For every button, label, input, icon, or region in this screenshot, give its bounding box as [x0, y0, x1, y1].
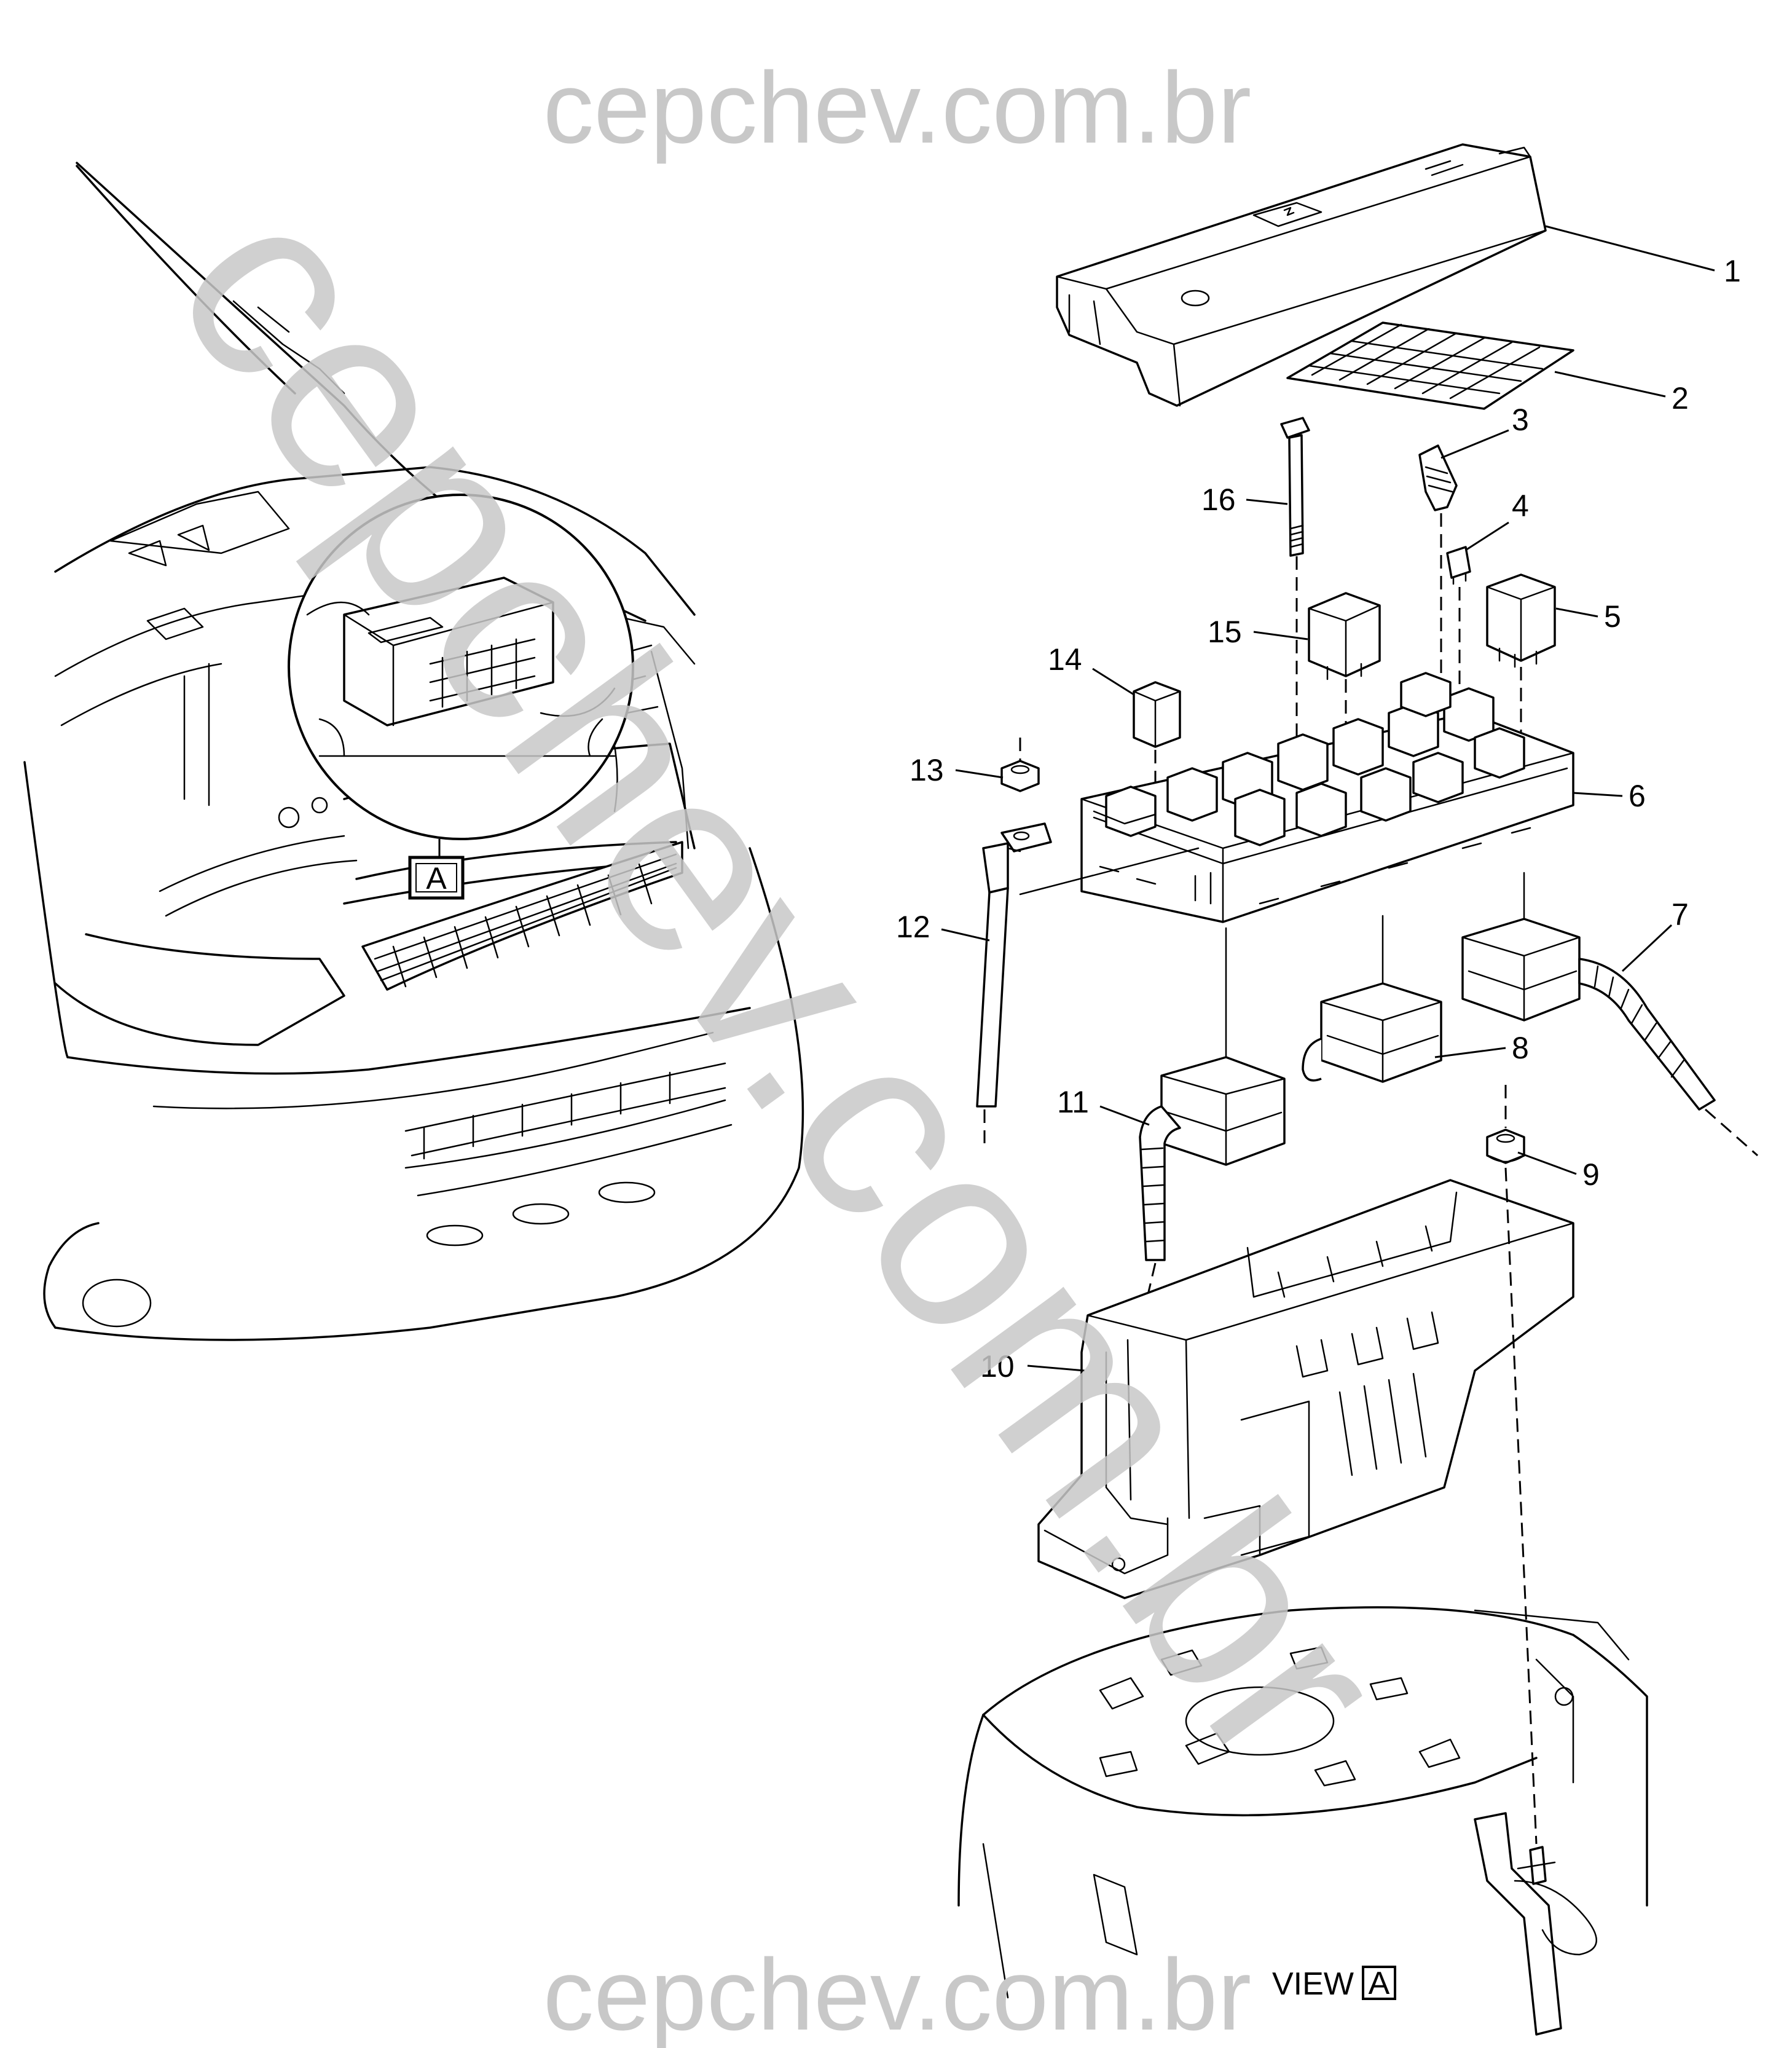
callout-1: 1: [1724, 254, 1741, 288]
callout-5: 5: [1604, 599, 1621, 634]
callout-10: 10: [980, 1349, 1015, 1384]
grille-mesh: [374, 853, 677, 988]
watermark-top: cepchev.com.br: [543, 51, 1251, 164]
relay-5: [1486, 573, 1556, 668]
fuse-block-label: [1286, 321, 1574, 410]
callout-14: 14: [1048, 642, 1082, 677]
callout-12: 12: [896, 910, 930, 944]
fuse-block-lower-tray: [1037, 1179, 1574, 1599]
callout-11: 11: [1057, 1085, 1089, 1119]
connector-7: [1461, 918, 1716, 1111]
watermark-diagonal: cepchev.com.br: [119, 149, 1444, 1816]
view-box-letter: A: [426, 861, 447, 896]
mounting-bolt: [1280, 417, 1310, 557]
vehicle-front-illustration: [23, 162, 804, 1341]
detail-circle-fuse-block-location: [288, 494, 634, 840]
callout-4: 4: [1512, 489, 1529, 523]
callout-6: 6: [1629, 779, 1646, 813]
watermark-bottom: cepchev.com.br: [543, 1938, 1251, 2048]
fuse-block-body: [1080, 672, 1574, 923]
fuse-puller: [1418, 444, 1458, 511]
connector-8: [1302, 982, 1442, 1083]
leader-lines: [941, 225, 1715, 1372]
callout-15: 15: [1208, 615, 1242, 649]
ground-cable: [976, 822, 1052, 1108]
callout-7: 7: [1672, 897, 1689, 932]
lower-grille-slots: [423, 1071, 671, 1160]
view-a-reference-box: A: [408, 856, 465, 900]
relay-array: [1105, 672, 1525, 846]
callout-labels: 1 2 3 4 5 6 7 8 9 10 11 12 13 14 15 16: [896, 254, 1741, 1384]
callout-9: 9: [1582, 1157, 1600, 1192]
fuse-block-cover: [1056, 143, 1547, 407]
view-a-label: VIEW A: [1272, 1966, 1396, 2002]
connector-11: [1139, 1056, 1286, 1261]
callout-8: 8: [1512, 1031, 1529, 1065]
callout-16: 16: [1201, 482, 1236, 517]
nut-13: [1000, 760, 1040, 792]
mini-fuse: [1446, 546, 1471, 585]
view-label-letter: A: [1369, 1966, 1390, 2001]
nut-9: [1486, 1128, 1525, 1164]
callout-13: 13: [910, 753, 944, 787]
callout-3: 3: [1512, 403, 1529, 437]
maxi-fuse: [1133, 681, 1181, 748]
battery-tray-bottom: [957, 1606, 1648, 2036]
view-label-text: VIEW: [1272, 1966, 1354, 2002]
relay-15: [1308, 592, 1381, 680]
callout-2: 2: [1672, 381, 1689, 416]
